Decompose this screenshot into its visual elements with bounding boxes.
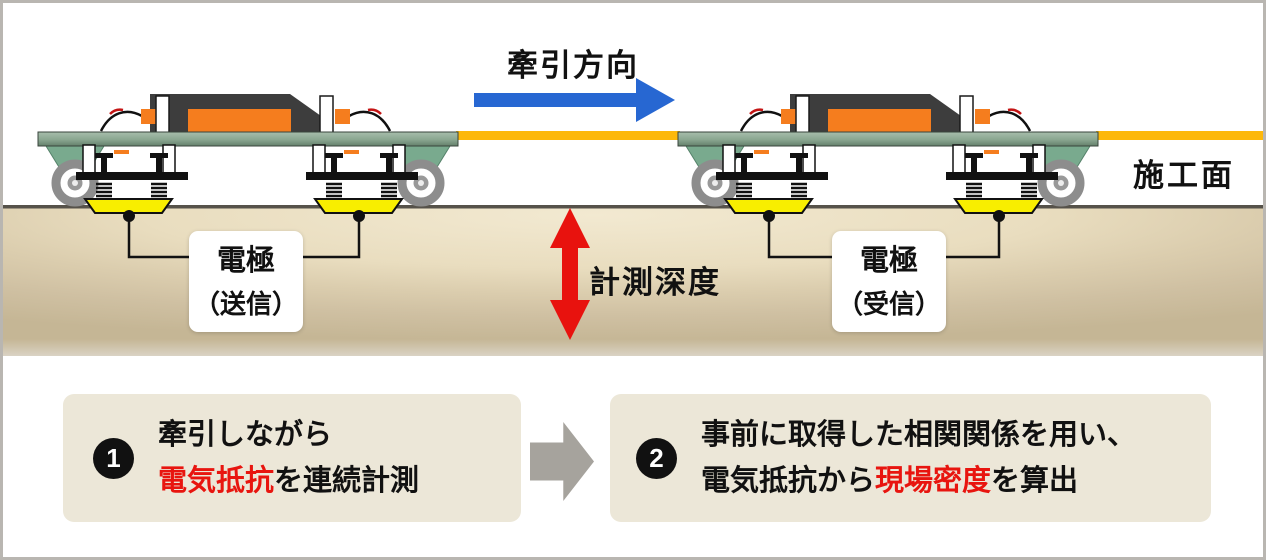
step-2-line2-before: 電気抵抗から <box>701 465 876 497</box>
step-2-text: 事前に取得した相関関係を用い、 電気抵抗から現場密度を算出 <box>701 412 1136 504</box>
step-1-box: 1 牽引しながら 電気抵抗を連続計測 <box>63 394 521 522</box>
depth-double-arrow-icon <box>550 208 590 340</box>
electrode-transmit-callout: 電極 （送信） <box>189 231 303 332</box>
measurement-cart-left <box>38 94 458 222</box>
electrode-receive-callout: 電極 （受信） <box>832 231 946 332</box>
measurement-cart-right <box>678 94 1098 222</box>
step-1-number-badge: 1 <box>93 437 134 479</box>
step-2-line1: 事前に取得した相関関係を用い、 <box>701 419 1137 451</box>
measurement-depth-label: 計測深度 <box>589 265 721 300</box>
ground-surface-line <box>3 205 1263 209</box>
construction-surface-label: 施工面 <box>1107 143 1261 201</box>
construction-surface-text: 施工面 <box>1133 157 1235 193</box>
step-1-text: 牽引しながら 電気抵抗を連続計測 <box>158 412 419 504</box>
tow-direction-arrow-icon <box>474 78 675 122</box>
tow-cable <box>456 131 1263 140</box>
electrode-transmit-line2: （送信） <box>193 288 298 319</box>
tow-direction-label: 牽引方向 <box>507 48 639 83</box>
step-2-line2-highlight: 現場密度 <box>875 465 992 497</box>
electrode-receive-line1: 電極 <box>859 244 918 277</box>
step-1-line2-highlight: 電気抵抗 <box>158 465 275 497</box>
step-1-line1: 牽引しながら <box>158 419 333 451</box>
electrode-transmit-line1: 電極 <box>216 244 275 277</box>
electrode-leader-lines <box>127 217 1001 259</box>
step-2-number-badge: 2 <box>636 437 677 479</box>
step-2-line2-after: を算出 <box>991 465 1079 497</box>
step-1-line2-after: を連続計測 <box>274 465 420 497</box>
electrode-receive-line2: （受信） <box>836 288 941 319</box>
step-2-box: 2 事前に取得した相関関係を用い、 電気抵抗から現場密度を算出 <box>610 394 1211 522</box>
